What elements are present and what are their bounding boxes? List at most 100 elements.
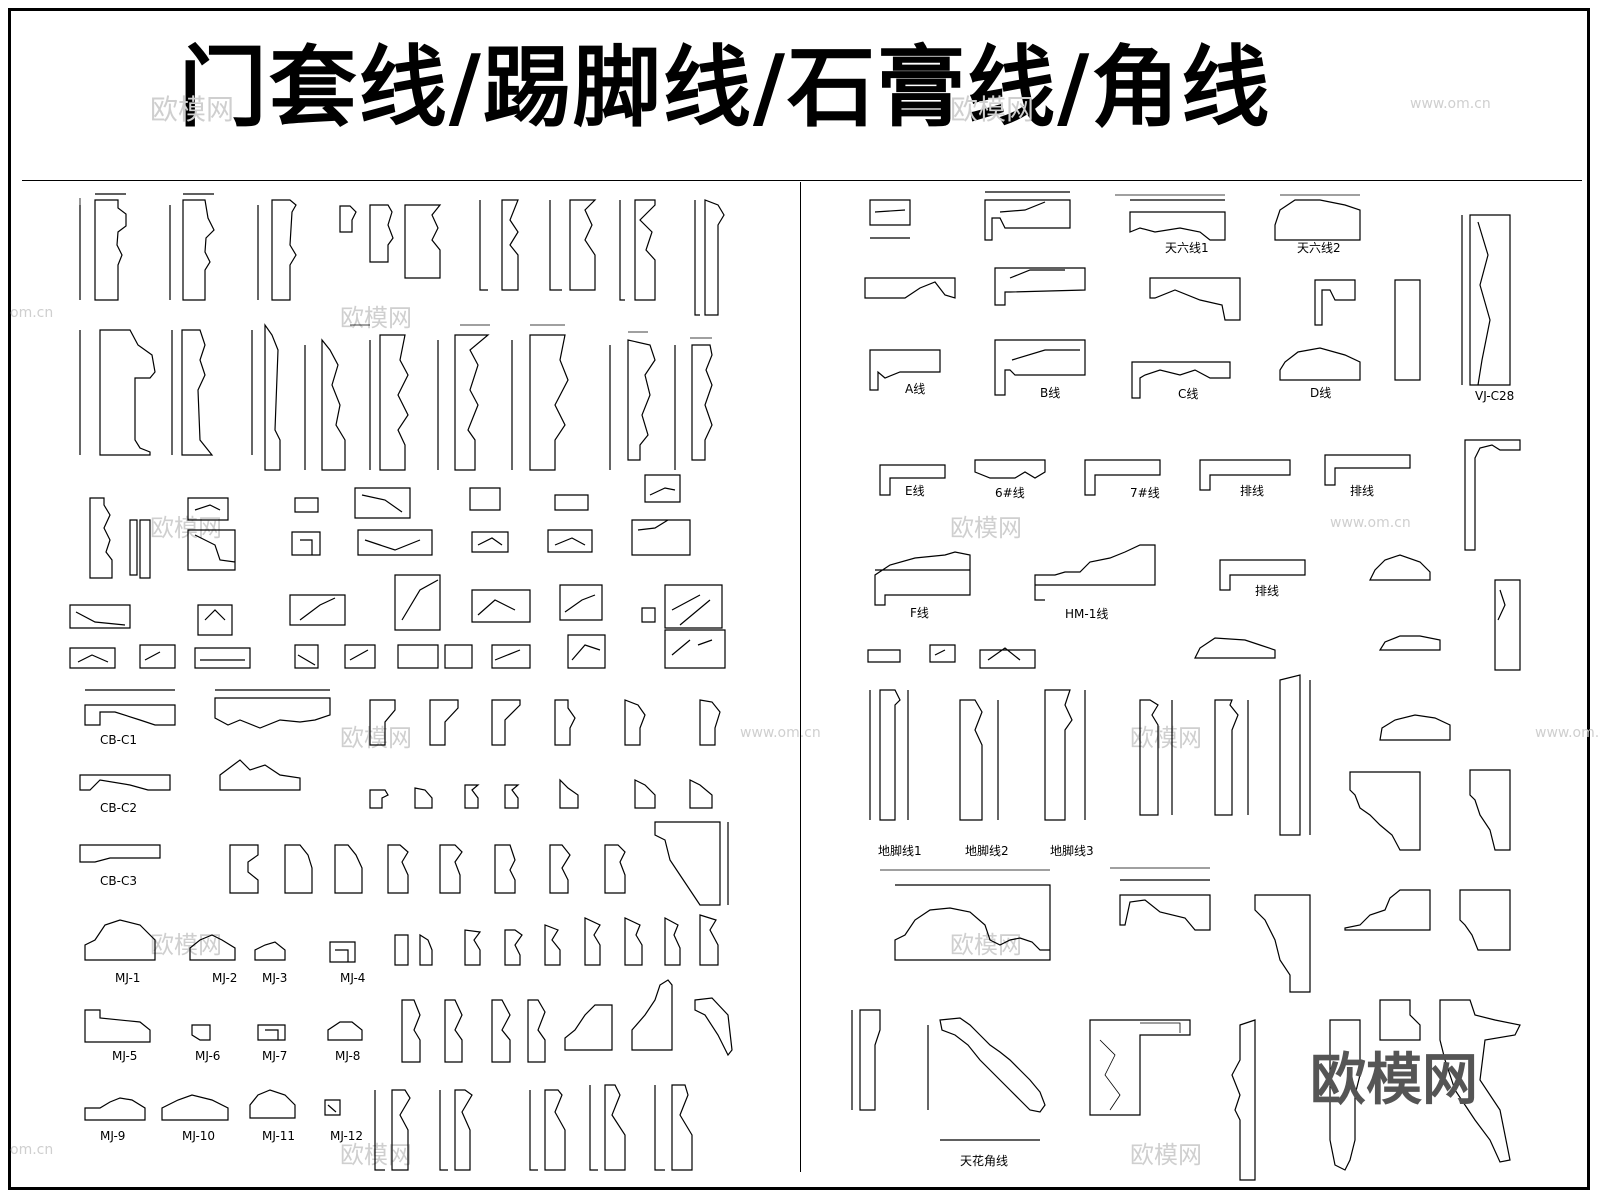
watermark-logo: 欧模网 (340, 1141, 412, 1169)
a-profile (869, 349, 941, 391)
d-profile (1279, 347, 1361, 381)
profile-6 (974, 459, 1046, 479)
door-casing-profile (619, 199, 725, 316)
mj-profile (189, 934, 236, 961)
c-profile (1131, 361, 1231, 399)
baseboard-profile (1279, 674, 1311, 836)
small-profile-group (867, 635, 1441, 669)
arch-profile (1369, 554, 1431, 581)
e-profile (879, 464, 946, 496)
label-a: A线 (905, 382, 925, 396)
label-tj1: 地脚线1 (878, 843, 922, 858)
watermark-url: www.om.cn (740, 725, 821, 741)
door-casing-profile (479, 199, 597, 291)
door-casing-profile (437, 334, 490, 471)
watermark-logo: 欧模网 (950, 93, 1035, 126)
watermark-logo: 欧模网 (150, 93, 235, 126)
label-pai2: 排线 (1350, 484, 1374, 498)
crown-moulding-profile (654, 821, 729, 906)
baseboard-profile (869, 689, 909, 821)
label-seven: 7#线 (1130, 486, 1160, 500)
pai-profile (1324, 454, 1411, 486)
label-pai1: 排线 (1240, 484, 1264, 498)
label-mj10: MJ-10 (182, 1129, 215, 1143)
label-sky2: 天六线2 (1297, 241, 1341, 255)
small-profile-group (69, 629, 726, 669)
label-hm: HM-1线 (1065, 607, 1108, 621)
baseboard-profile (1214, 699, 1249, 816)
tall-profile (1461, 214, 1511, 386)
casing-profile-row (369, 699, 721, 746)
cb-profile (219, 759, 301, 791)
mj-profile (254, 941, 286, 961)
page-title: 门套线/踢脚线/石膏线/角线 (178, 36, 1272, 139)
label-cb3: CB-C3 (100, 874, 137, 888)
label-tj3: 地脚线3 (1050, 843, 1094, 858)
mj-profile (191, 1024, 211, 1041)
hm-profile (1034, 544, 1156, 601)
ceiling-corner-profile (927, 1017, 1046, 1141)
small-profile-group (69, 574, 723, 636)
watermark-logo: 欧模网 (950, 514, 1022, 542)
crown-moulding-profile (1439, 999, 1521, 1163)
door-casing-profile (79, 193, 127, 301)
cornice-profile (1274, 199, 1361, 241)
baseboard-profile (1044, 689, 1086, 821)
tall-profile (1394, 279, 1421, 381)
crown-moulding-profile (1349, 771, 1421, 851)
label-mj3: MJ-3 (262, 971, 287, 985)
watermark-logo: 欧模网 (1130, 724, 1202, 752)
arch-panel-profile (894, 884, 1051, 961)
door-casing-profile (169, 193, 215, 301)
cb-profile (79, 844, 161, 863)
door-casing-profile (369, 334, 409, 471)
door-casing-profile (171, 329, 214, 456)
cornice-profile (984, 191, 1071, 241)
door-casing-profile (79, 329, 156, 456)
label-mj5: MJ-5 (112, 1049, 137, 1063)
casing-profile-row (374, 1084, 693, 1171)
baseboard-profile (1139, 699, 1173, 816)
tall-profile (851, 1009, 881, 1111)
door-casing-profile (251, 323, 281, 471)
label-mj4: MJ-4 (340, 971, 365, 985)
corner-profile (1314, 279, 1356, 326)
corner-profile (869, 199, 911, 239)
label-mj2: MJ-2 (212, 971, 237, 985)
label-cb2: CB-C2 (100, 801, 137, 815)
label-mj1: MJ-1 (115, 971, 140, 985)
casing-profile-row (394, 914, 719, 966)
mj-profile (161, 1094, 229, 1121)
title-divider (22, 180, 1582, 181)
casing-profile-row (229, 844, 626, 894)
cornice-profile (994, 267, 1086, 306)
mj-profile (84, 919, 156, 961)
label-d: D线 (1310, 386, 1331, 400)
tall-profile (1494, 579, 1521, 671)
cornice-profile (864, 277, 956, 299)
crown-moulding-profile (1329, 1019, 1361, 1171)
label-mj7: MJ-7 (262, 1049, 287, 1063)
door-casing-profile (304, 338, 346, 471)
door-casing-profile (339, 204, 442, 279)
label-cb1: CB-C1 (100, 733, 137, 747)
label-f: F线 (910, 606, 929, 620)
baseboard-profile (959, 699, 999, 821)
pai-profile (1199, 459, 1291, 491)
watermark-url: www.om.cn (1410, 96, 1491, 112)
crown-moulding-profile (1379, 999, 1421, 1041)
label-mj12: MJ-12 (330, 1129, 363, 1143)
mj-profile (249, 1089, 296, 1119)
watermark-corner: om.cn (10, 1142, 54, 1158)
mj-profile (327, 1021, 363, 1041)
label-mj11: MJ-11 (262, 1129, 295, 1143)
label-sky1: 天六线1 (1165, 241, 1209, 255)
watermark-logo-large: 欧模网 (1310, 1048, 1478, 1113)
cornice-profile (1129, 199, 1226, 241)
b-profile (994, 339, 1086, 396)
door-casing-profile (511, 334, 569, 471)
crown-moulding-profile (1469, 769, 1511, 851)
cb-profile (84, 689, 176, 726)
